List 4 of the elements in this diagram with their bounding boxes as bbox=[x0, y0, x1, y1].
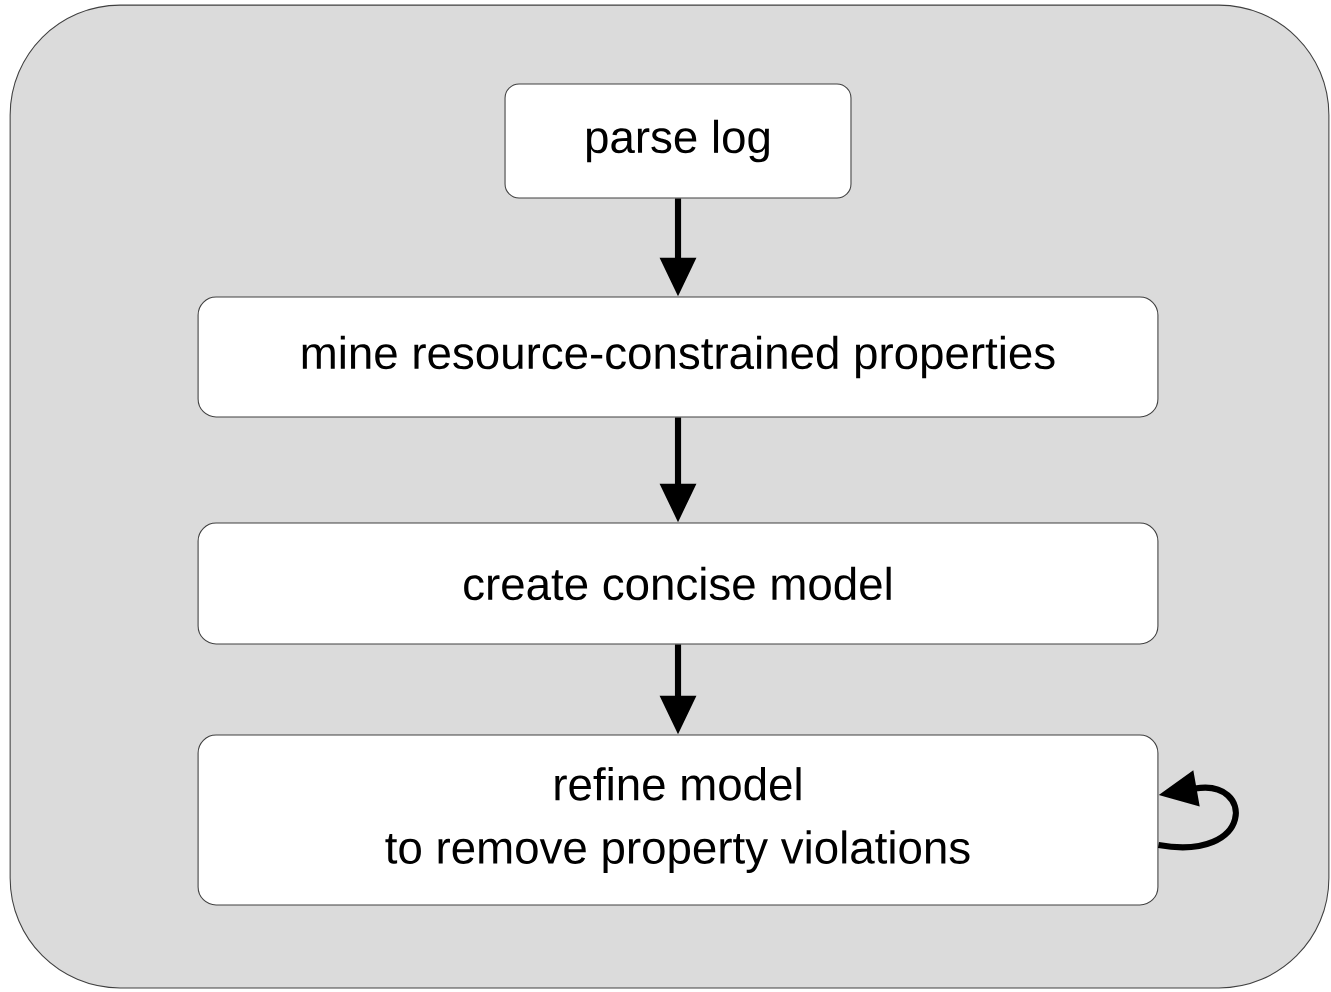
process-box: create concise model bbox=[197, 522, 1159, 645]
process-box: refine model to remove property violations bbox=[197, 734, 1159, 906]
process-box: mine resource-constrained properties bbox=[197, 296, 1159, 418]
process-box: parse log bbox=[504, 83, 852, 199]
